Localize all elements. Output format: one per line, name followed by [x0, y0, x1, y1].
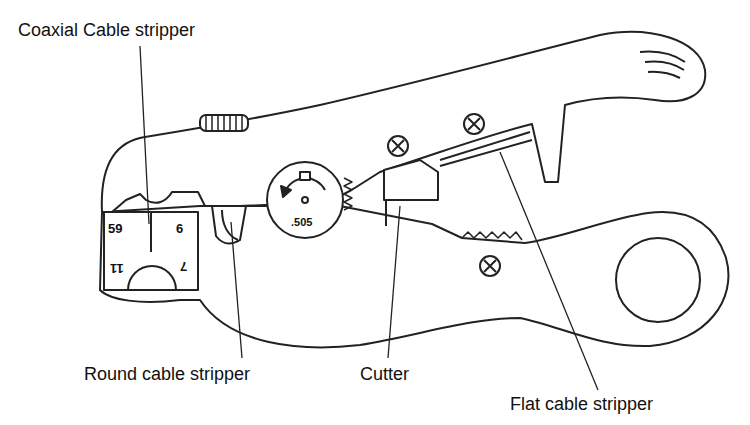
flat-stripper-slot [440, 132, 532, 166]
lower-blade [462, 232, 522, 240]
grip-grooves [640, 52, 685, 78]
part-label: Coaxial Cable stripper [18, 20, 195, 41]
dial-mark [300, 172, 310, 180]
round-stripper [212, 206, 246, 243]
leader-line [388, 206, 400, 358]
knurled-wheel [200, 115, 248, 131]
cutter-blade [385, 200, 387, 226]
screw-slot [468, 118, 480, 130]
spring [344, 178, 352, 210]
screw [480, 256, 500, 276]
jaw-notch [128, 266, 176, 290]
lower-arm [100, 206, 728, 347]
size-number: 59 [108, 222, 122, 237]
ring-hole [616, 238, 700, 322]
coax-jaw [104, 212, 198, 290]
size-number: 6 [176, 222, 183, 237]
round-stripper-edge [222, 210, 238, 240]
dial-arrow-head [281, 186, 291, 197]
part-label: Cutter [360, 364, 409, 385]
leader-line [140, 46, 149, 224]
knurl-lines [206, 116, 242, 130]
screw-slot [484, 260, 496, 272]
cutter-block [384, 160, 438, 200]
size-number: 7 [180, 258, 187, 273]
part-label: Flat cable stripper [510, 394, 653, 415]
leader-line [500, 152, 598, 390]
jaw-divider [150, 212, 152, 252]
leader-line [231, 222, 242, 358]
dial-number: .505 [291, 216, 312, 229]
screw-slot [392, 140, 404, 152]
upper-arm [102, 32, 705, 212]
size-number: 11 [110, 260, 124, 275]
screw [464, 114, 484, 134]
dial-center [302, 197, 308, 203]
screw [388, 136, 408, 156]
part-label: Round cable stripper [84, 364, 250, 385]
adjust-dial [267, 162, 343, 238]
